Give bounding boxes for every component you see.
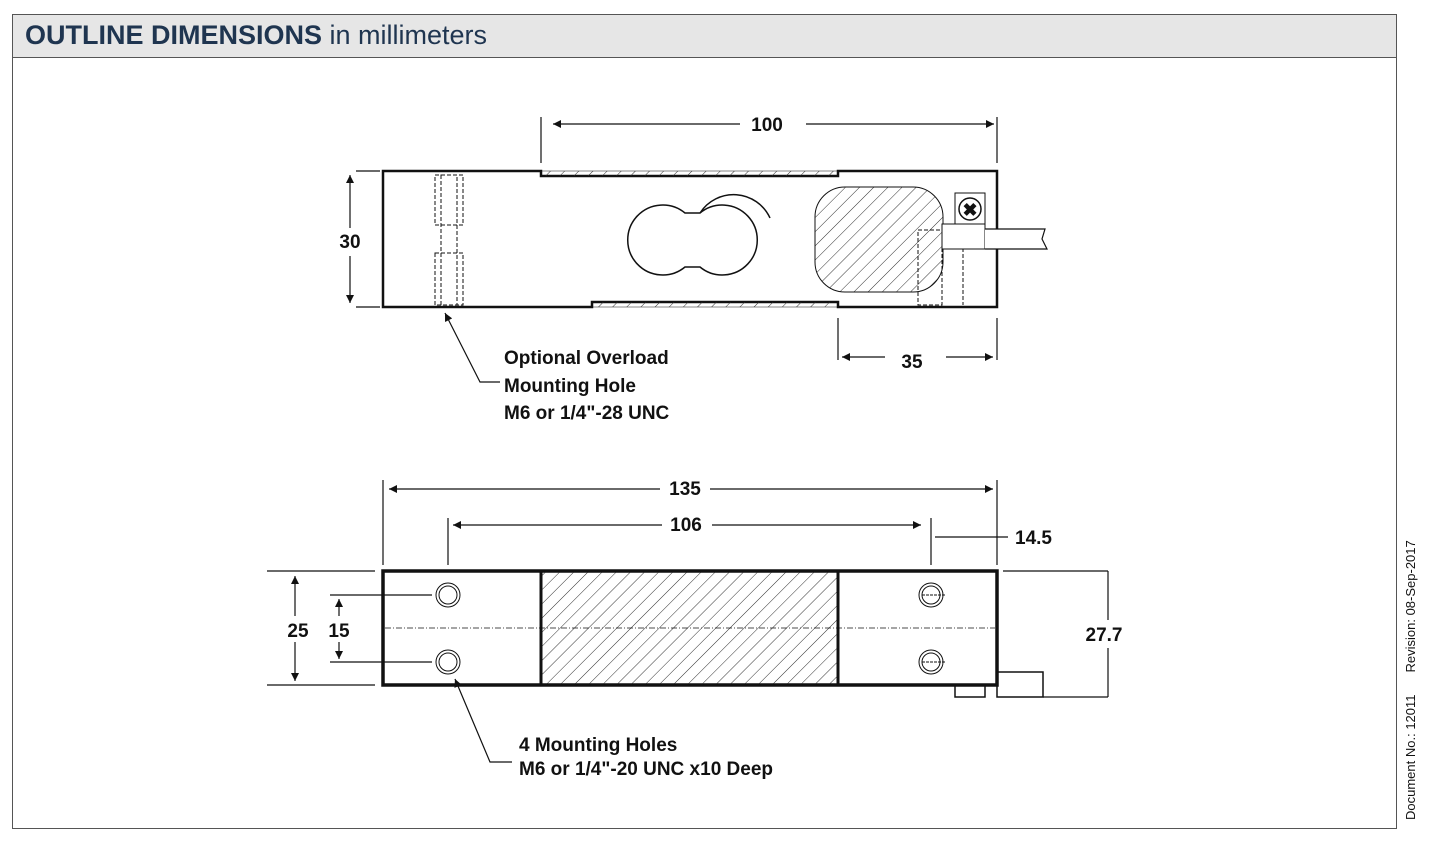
gauge-pocket-hatch (814, 186, 944, 293)
cable-bottom (996, 671, 1044, 698)
document-info: Document No.: 12011 Revision: 08-Sep-2017 (1403, 518, 1418, 820)
bottom-view (381, 569, 1044, 698)
dim-15-label: 15 (328, 621, 350, 642)
top-dimensions (346, 117, 998, 383)
title-bold: OUTLINE DIMENSIONS (25, 20, 323, 50)
header-bar: OUTLINE DIMENSIONS in millimeters (13, 15, 1396, 58)
overload-note-line3: M6 or 1/4"-28 UNC (504, 403, 670, 424)
cable-top (985, 228, 1048, 250)
dim-135-label: 135 (669, 479, 701, 500)
overload-hole-hidden (434, 174, 464, 306)
bottom-strain-hatch (591, 301, 839, 308)
bottom-dimensions (267, 480, 1109, 763)
overload-note-line1: Optional Overload (504, 348, 669, 369)
mounting-note-line2: M6 or 1/4"-20 UNC x10 Deep (519, 759, 773, 780)
dim-35-label: 35 (901, 352, 923, 373)
mounting-note-line1: 4 Mounting Holes (519, 735, 677, 756)
dim-100-label: 100 (751, 115, 783, 136)
svg-text:✖: ✖ (962, 200, 977, 220)
overload-note-line2: Mounting Hole (504, 376, 636, 397)
screw-icon (958, 197, 982, 221)
top-strain-hatch (540, 170, 839, 177)
dim-27-7-label: 27.7 (1086, 625, 1123, 646)
dim-30-label: 30 (339, 232, 360, 253)
title-unit: in millimeters (329, 20, 488, 50)
mounting-holes (435, 582, 945, 675)
revision-date: Revision: 08-Sep-2017 (1403, 540, 1418, 673)
cable-gland (941, 223, 986, 250)
top-view: ✖ (381, 169, 1048, 309)
dim-25-label: 25 (287, 621, 309, 642)
document-number: Document No.: 12011 (1403, 694, 1418, 821)
dim-106-label: 106 (670, 515, 702, 536)
bottom-hatch (539, 569, 840, 687)
dim-14-5-label: 14.5 (1015, 528, 1052, 549)
drawing-frame: OUTLINE DIMENSIONS in millimeters (12, 14, 1397, 829)
page-title: OUTLINE DIMENSIONS in millimeters (25, 20, 487, 51)
binocular-hole (627, 193, 771, 276)
